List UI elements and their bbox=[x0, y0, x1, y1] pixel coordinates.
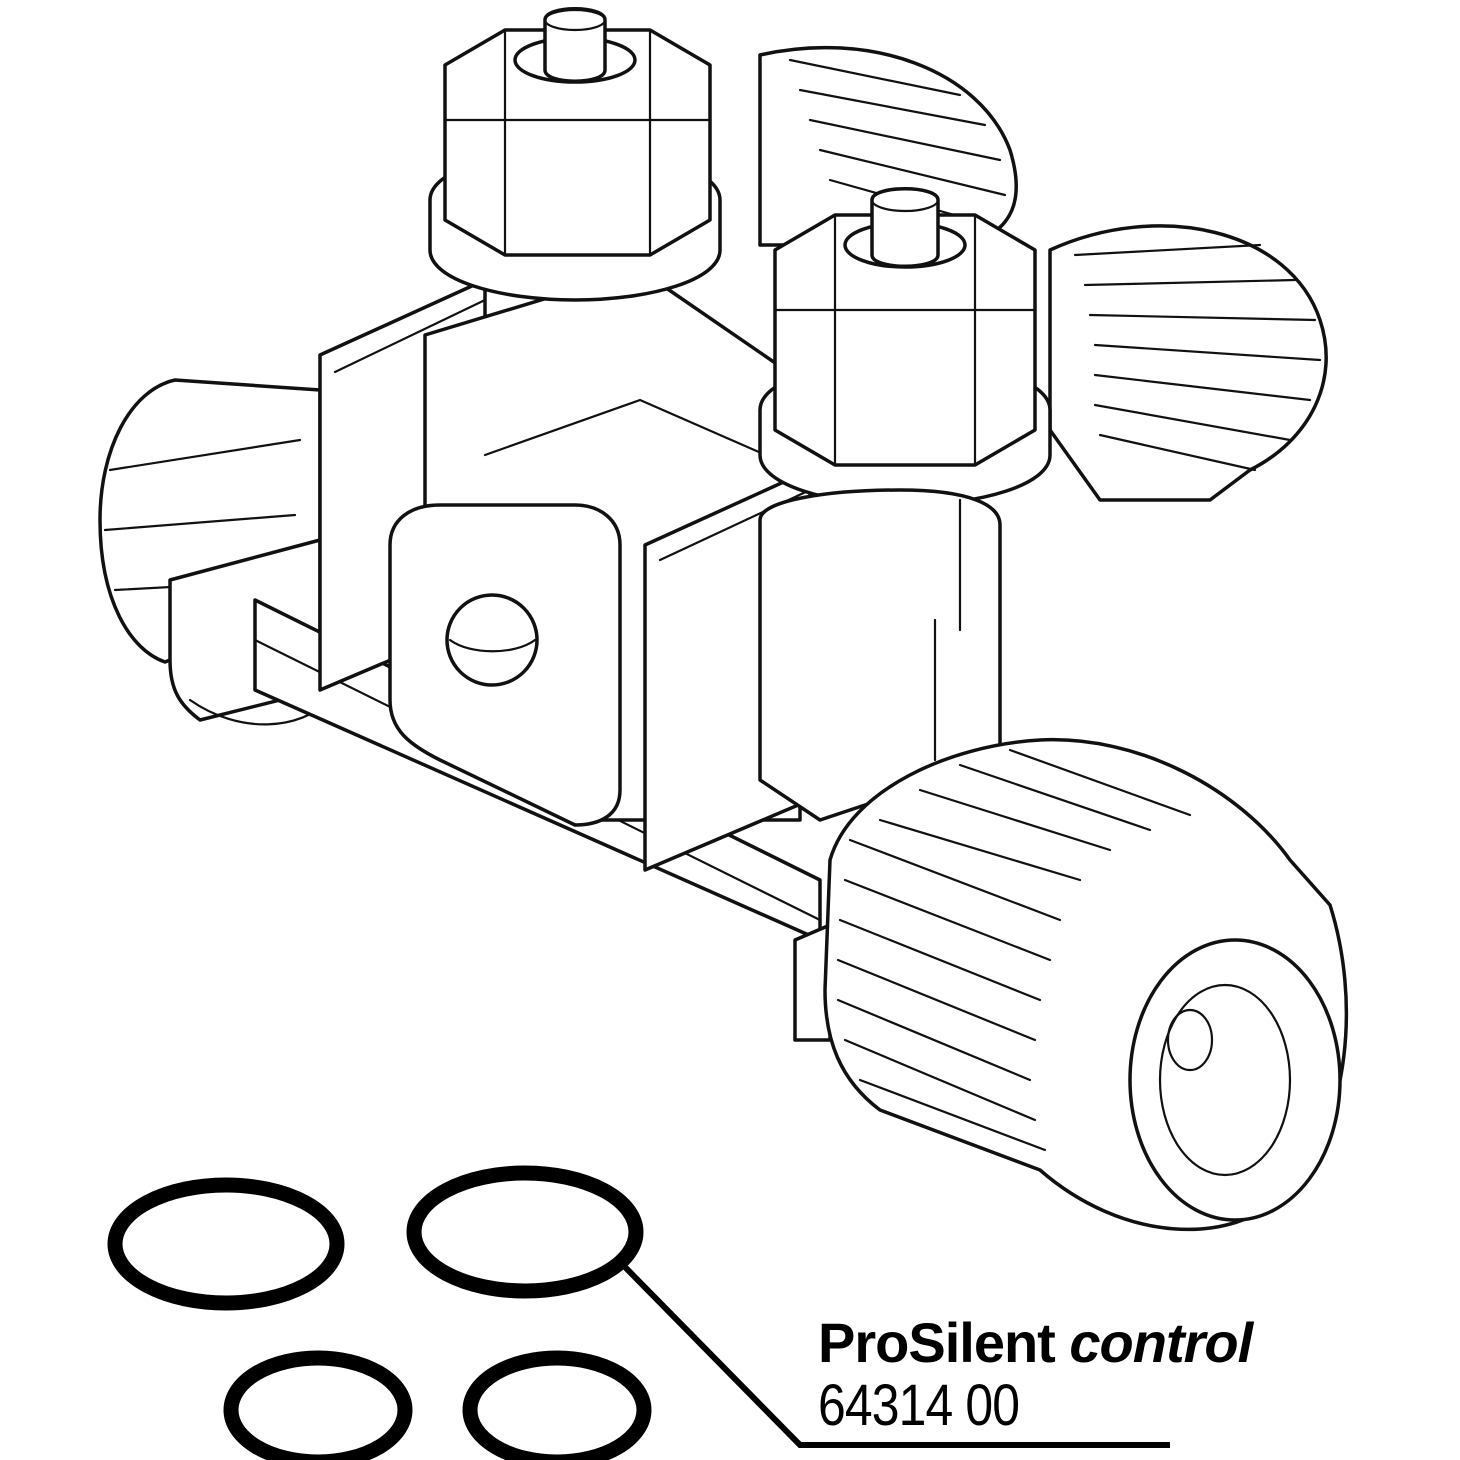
leader-line bbox=[619, 1261, 1170, 1448]
o-ring bbox=[462, 1350, 652, 1460]
o-ring bbox=[406, 1165, 644, 1299]
valve-body bbox=[98, 7, 1349, 1232]
part-number: 64314 00 bbox=[818, 1373, 1020, 1438]
right-hex-nut bbox=[758, 187, 1052, 507]
o-ring bbox=[223, 1350, 413, 1460]
part-name-italic: control bbox=[1069, 1311, 1253, 1374]
o-ring bbox=[107, 1177, 345, 1311]
front-knob bbox=[793, 737, 1349, 1232]
left-end-cap bbox=[98, 378, 332, 726]
part-name-regular: ProSilent bbox=[818, 1311, 1056, 1374]
left-hex-nut bbox=[428, 7, 722, 302]
part-name: ProSilent control bbox=[818, 1311, 1253, 1374]
front-tube bbox=[758, 488, 1002, 822]
o-ring-set bbox=[107, 1165, 652, 1460]
right-rear-knob bbox=[1048, 224, 1328, 502]
part-label: ProSilent control 64314 00 bbox=[818, 1311, 1253, 1438]
